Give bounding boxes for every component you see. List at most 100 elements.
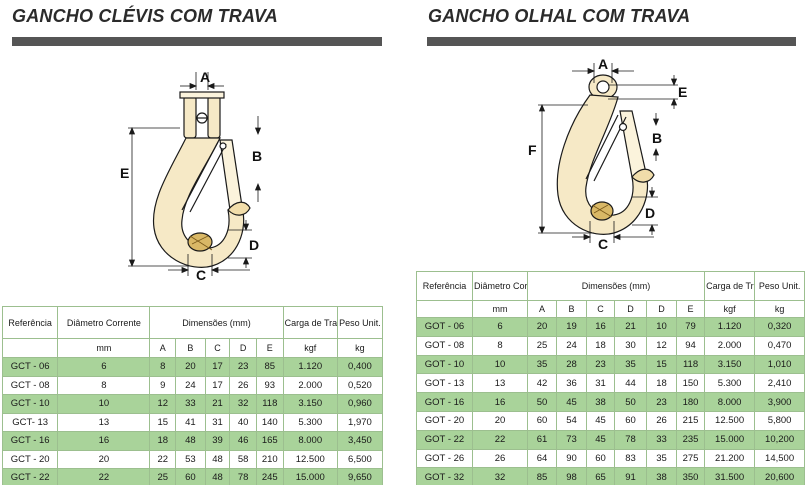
value-cell: 10 [646, 317, 677, 337]
reference-cell: GCT- 13 [1, 412, 59, 432]
dim-label-b: B [252, 148, 262, 164]
value-cell: 10 [57, 394, 151, 414]
value-cell: 22 [57, 468, 151, 485]
value-cell: 48 [175, 431, 206, 451]
value-cell: 12.500 [704, 410, 756, 431]
value-cell: 40 [229, 412, 257, 432]
value-cell: 3.150 [704, 354, 756, 375]
value-cell: 2,410 [754, 373, 806, 394]
value-cell: 5,800 [754, 410, 806, 431]
unit-cell: D [229, 338, 257, 358]
value-cell: 5.300 [704, 373, 756, 394]
header-unit-weight: Peso Unit. [754, 271, 806, 301]
value-cell: 35 [646, 448, 677, 469]
value-cell: 8 [57, 375, 151, 395]
value-cell: 85 [527, 467, 557, 485]
value-cell: 61 [527, 429, 557, 450]
value-cell: 28 [556, 354, 587, 375]
value-cell: 91 [614, 467, 647, 485]
dim-label-b: B [652, 130, 662, 146]
value-cell: 9 [149, 375, 177, 395]
value-cell: 36 [556, 373, 587, 394]
value-cell: 235 [675, 429, 706, 450]
value-cell: 180 [675, 392, 706, 412]
clevis-hook-drawing: A E B D C [120, 69, 262, 283]
value-cell: 53 [175, 449, 206, 469]
value-cell: 18 [149, 431, 177, 451]
value-cell: 60 [527, 410, 557, 431]
value-cell: 150 [675, 373, 706, 394]
value-cell: 94 [675, 335, 706, 356]
value-cell: 23 [646, 392, 677, 412]
value-cell: 50 [527, 392, 557, 412]
value-cell: 50 [614, 392, 647, 412]
header-reference: Referência [1, 306, 59, 339]
value-cell: 275 [675, 448, 706, 469]
value-cell: 26 [472, 448, 528, 469]
reference-cell: GCT - 20 [1, 449, 59, 469]
value-cell: 24 [175, 375, 206, 395]
unit-cell: B [556, 300, 587, 318]
value-cell: 85 [255, 357, 284, 377]
value-cell: 79 [675, 317, 706, 337]
value-cell: 16 [472, 392, 528, 412]
value-cell: 15 [149, 412, 177, 432]
header-chain-diameter: Diâmetro Corrente [57, 306, 151, 339]
header-working-load: Carga de Trabalho [704, 271, 756, 301]
value-cell: 3,450 [336, 431, 384, 451]
clevis-hook-spec-table: Referência Diâmetro Corrente Dimensões (… [1, 306, 384, 485]
unit-cell-blank [416, 300, 473, 318]
value-cell: 45 [586, 410, 615, 431]
eye-title-underline [427, 37, 796, 46]
value-cell: 5.300 [282, 412, 338, 432]
value-cell: 22 [472, 429, 528, 450]
value-cell: 35 [614, 354, 647, 375]
value-cell: 118 [255, 394, 284, 414]
eye-hook-drawing: A E B F D C [528, 56, 687, 250]
value-cell: 31 [586, 373, 615, 394]
header-reference: Referência [416, 271, 473, 301]
value-cell: 60 [614, 410, 647, 431]
value-cell: 18 [646, 373, 677, 394]
dim-label-e: E [678, 84, 687, 100]
value-cell: 20,600 [754, 467, 806, 485]
dim-label-d: D [249, 237, 259, 253]
value-cell: 78 [614, 429, 647, 450]
unit-cell: kg [754, 300, 806, 318]
value-cell: 8.000 [282, 431, 338, 451]
value-cell: 245 [255, 468, 284, 485]
unit-cell: E [675, 300, 706, 318]
value-cell: 350 [675, 467, 706, 485]
value-cell: 0,960 [336, 394, 384, 414]
unit-cell: D [614, 300, 647, 318]
value-cell: 60 [586, 448, 615, 469]
value-cell: 0,400 [336, 357, 384, 377]
value-cell: 10 [472, 354, 528, 375]
unit-cell: A [149, 338, 177, 358]
value-cell: 45 [586, 429, 615, 450]
value-cell: 45 [556, 392, 587, 412]
reference-cell: GOT - 32 [416, 467, 473, 485]
value-cell: 1.120 [704, 317, 756, 337]
value-cell: 48 [204, 449, 231, 469]
value-cell: 26 [229, 375, 257, 395]
dim-label-a: A [598, 56, 608, 72]
value-cell: 65 [586, 467, 615, 485]
value-cell: 18 [586, 335, 615, 356]
value-cell: 32 [229, 394, 257, 414]
value-cell: 33 [646, 429, 677, 450]
unit-cell: E [255, 338, 284, 358]
value-cell: 35 [527, 354, 557, 375]
value-cell: 21 [614, 317, 647, 337]
value-cell: 3.150 [282, 394, 338, 414]
value-cell: 2.000 [282, 375, 338, 395]
dim-label-c: C [598, 236, 608, 250]
